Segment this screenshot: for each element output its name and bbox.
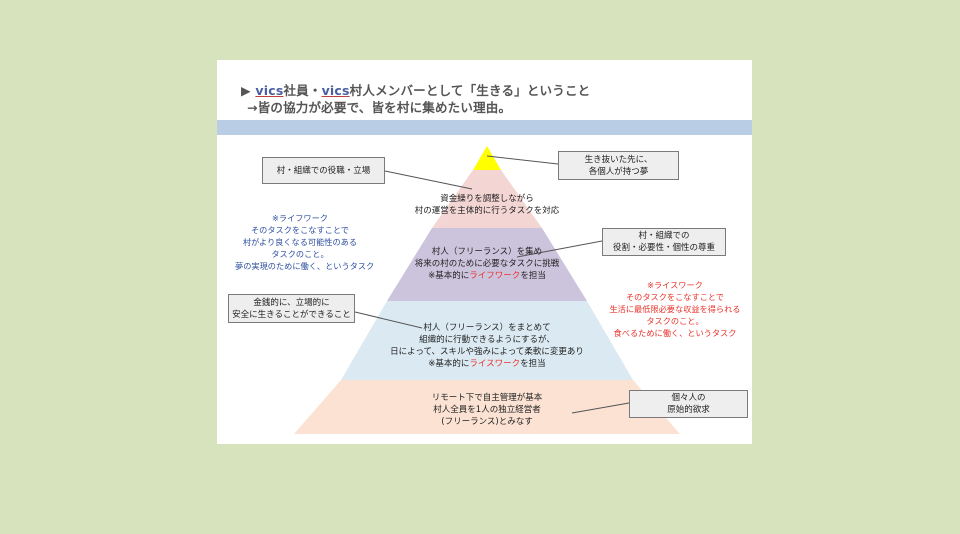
note-lifework: ※ライフワーク そのタスクをこなすことで 村がより良くなる可能性のある タスクの… bbox=[235, 212, 375, 272]
title-arrow: ▶ bbox=[241, 83, 256, 98]
slide-title-line2: →皆の協力が必要で、皆を村に集めたい理由。 bbox=[247, 100, 512, 115]
callout-text: 役割・必要性・個性の尊重 bbox=[612, 243, 715, 253]
slide: ▶ vics社員・vics村人メンバーとして「生きる」ということ →皆の協力が必… bbox=[217, 60, 752, 444]
note-ricework: ※ライスワーク そのタスクをこなすことで 生活に最低限必要な収益を得られる タス… bbox=[605, 279, 745, 339]
tier-text-line: (フリーランス)とみなす bbox=[441, 417, 533, 427]
tier-text-line: 村人（フリーランス）をまとめて bbox=[423, 323, 551, 333]
tier-note-text: を担当 bbox=[520, 359, 546, 369]
connector-line bbox=[354, 311, 423, 329]
pyramid-tier-3 bbox=[341, 301, 633, 380]
tier-text-line: 将来の村のために必要なタスクに挑戦 bbox=[414, 259, 560, 269]
callout-desire: 個々人の 原始的欲求 bbox=[629, 390, 748, 418]
header-band bbox=[217, 120, 752, 135]
connector-line bbox=[571, 402, 630, 414]
title-vics: vics bbox=[255, 83, 284, 98]
callout-dream: 生き抜いた先に、 各個人が持つ夢 bbox=[558, 151, 679, 180]
tier-text-line: 組織的に行動できるようにするが、 bbox=[419, 335, 555, 345]
tier-text-line: 日によって、スキルや強みによって柔軟に変更あり bbox=[390, 347, 584, 357]
connector-line bbox=[516, 240, 603, 258]
title-vics: vics bbox=[321, 83, 350, 98]
callout-role: 村・組織での役職・立場 bbox=[262, 157, 385, 184]
note-text: 村がより良くなる可能性のある bbox=[242, 237, 358, 247]
tier-text-line: 村人全員を1人の独立経営者 bbox=[433, 405, 541, 415]
note-text: ※ライフワーク bbox=[272, 213, 328, 223]
tier-1-text: 資金繰りを調整しながら 村の運営を主体的に行うタスクを対応 bbox=[402, 193, 572, 217]
tier-note-text: を担当 bbox=[520, 271, 546, 281]
pyramid-diagram bbox=[294, 146, 680, 434]
callout-text: 村・組織での bbox=[638, 231, 690, 241]
slide-title-line1: ▶ vics社員・vics村人メンバーとして「生きる」ということ bbox=[241, 80, 590, 99]
tier-2-text: 村人（フリーランス）を集め 将来の村のために必要なタスクに挑戦 ※基本的にライフ… bbox=[402, 246, 572, 282]
note-text: ※ライスワーク bbox=[647, 280, 703, 290]
tier-text-line: リモート下で自主管理が基本 bbox=[431, 393, 543, 403]
callout-text: 個々人の bbox=[671, 393, 706, 403]
tier-note: ※基本的にライフワークを担当 bbox=[402, 270, 572, 282]
tier-note-highlight: ライスワーク bbox=[469, 359, 521, 369]
note-text: そのタスクをこなすことで bbox=[625, 292, 724, 302]
callout-text: 各個人が持つ夢 bbox=[588, 166, 649, 177]
pyramid-tier-1 bbox=[432, 170, 542, 228]
callout-text: 安全に生きることができること bbox=[232, 309, 351, 320]
tier-note-highlight: ライフワーク bbox=[469, 271, 521, 281]
callout-safety: 金銭的に、立場的に 安全に生きることができること bbox=[228, 294, 355, 323]
callout-text: 原始的欲求 bbox=[667, 405, 710, 415]
pyramid-tier-4 bbox=[294, 380, 680, 434]
pyramid-tier-2 bbox=[387, 228, 587, 301]
callout-text: 生き抜いた先に、 bbox=[584, 154, 653, 165]
tier-note-text: ※基本的に bbox=[428, 359, 470, 369]
callout-text: 金銭的に、立場的に bbox=[253, 297, 330, 308]
tier-4-text: リモート下で自主管理が基本 村人全員を1人の独立経営者 (フリーランス)とみなす bbox=[402, 392, 572, 428]
tier-text-line: 村の運営を主体的に行うタスクを対応 bbox=[414, 206, 560, 216]
connector-line bbox=[384, 170, 473, 190]
tier-note: ※基本的にライスワークを担当 bbox=[382, 358, 592, 370]
title-text: 村人メンバーとして「生きる」ということ bbox=[349, 83, 591, 98]
callout-text: 村・組織での役職・立場 bbox=[276, 165, 371, 176]
callout-respect: 村・組織での 役割・必要性・個性の尊重 bbox=[602, 228, 726, 256]
note-text: 夢の実現のために働く、というタスク bbox=[235, 261, 375, 271]
tier-text-line: 村人（フリーランス）を集め bbox=[431, 247, 543, 257]
title-text: 社員・ bbox=[283, 83, 322, 98]
connector-line bbox=[486, 155, 559, 165]
note-text: そのタスクをこなすことで bbox=[250, 225, 349, 235]
tier-text-line: 資金繰りを調整しながら bbox=[440, 194, 534, 204]
tier-3-text: 村人（フリーランス）をまとめて 組織的に行動できるようにするが、 日によって、ス… bbox=[382, 322, 592, 370]
note-text: タスクのこと。 bbox=[271, 249, 329, 259]
tier-note-text: ※基本的に bbox=[428, 271, 470, 281]
note-text: 食べるために働く、というタスク bbox=[613, 328, 737, 338]
note-text: 生活に最低限必要な収益を得られる bbox=[609, 304, 741, 314]
pyramid-top-tier bbox=[473, 146, 501, 170]
note-text: タスクのこと。 bbox=[646, 316, 704, 326]
